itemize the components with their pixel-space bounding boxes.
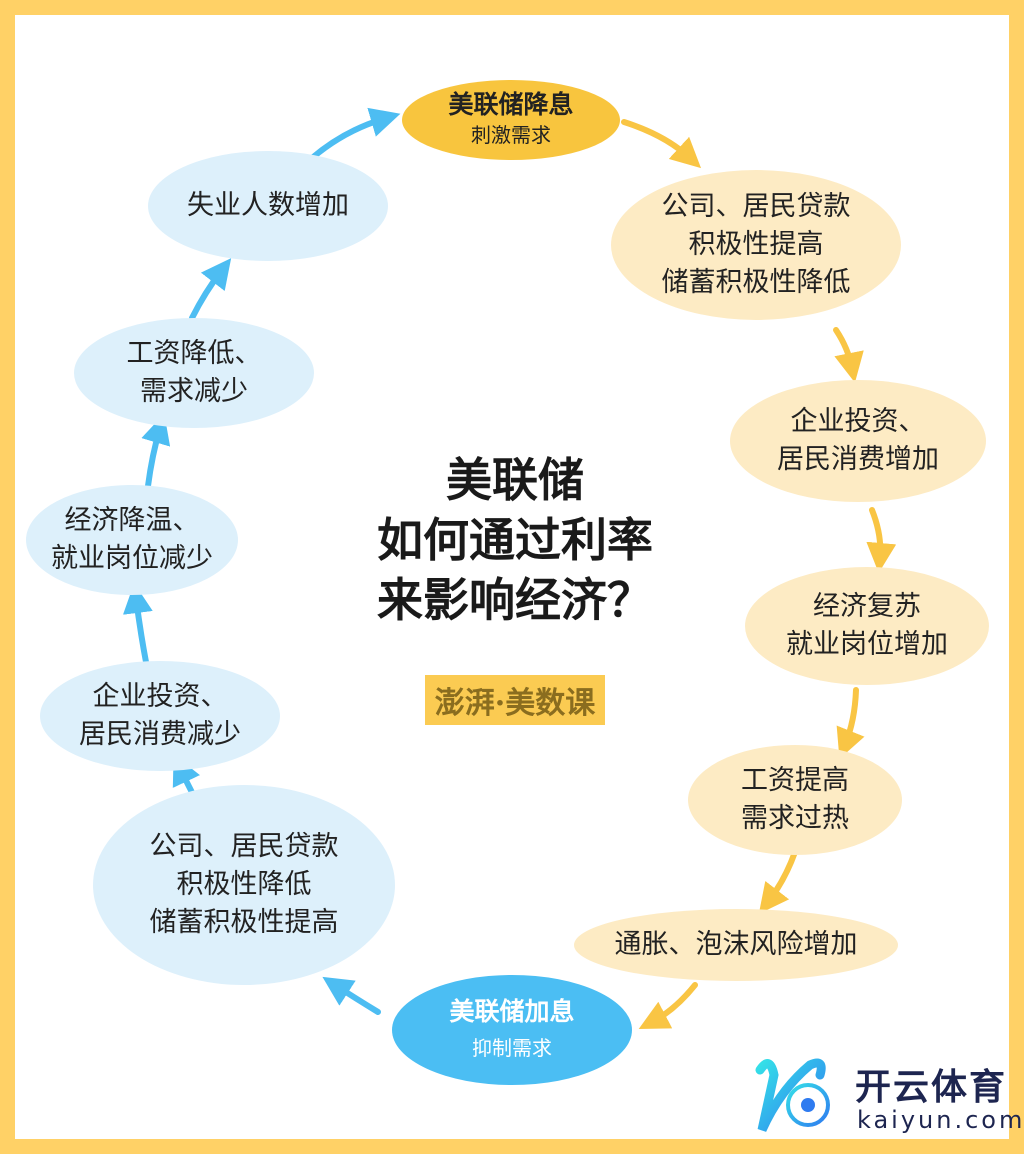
node-loans-down: 公司、居民贷款积极性降低储蓄积极性提高 <box>93 785 395 985</box>
title-line: 来影响经济？ <box>377 573 653 627</box>
arrow-cut-r1 <box>621 119 702 169</box>
title-line: 如何通过利率 <box>377 513 653 567</box>
watermark-name: 开云体育 <box>855 1067 1008 1108</box>
node-line: 就业岗位减少 <box>51 543 213 574</box>
node-line: 就业岗位增加 <box>786 629 948 660</box>
node-line: 经济降温、 <box>64 505 200 536</box>
node-fed-rate-hike: 美联储加息 抑制需求 <box>392 975 632 1085</box>
node-subtitle: 刺激需求 <box>471 123 551 147</box>
node-inflation-risk: 通胀、泡沫风险增加 <box>574 909 898 981</box>
arrow-r3-r4 <box>836 687 865 759</box>
node-wages-down: 工资降低、需求减少 <box>74 318 314 428</box>
node-line: 公司、居民贷款 <box>149 831 339 862</box>
node-fed-rate-cut: 美联储降息 刺激需求 <box>402 80 620 160</box>
node-line: 居民消费减少 <box>79 719 241 750</box>
node-title: 美联储降息 <box>448 90 574 119</box>
node-line: 需求过热 <box>741 803 849 834</box>
node-line: 公司、居民贷款 <box>661 191 851 222</box>
title-line: 美联储 <box>446 453 584 507</box>
node-recovery: 经济复苏就业岗位增加 <box>745 567 989 685</box>
thepaper-logo: 澎湃·美数课 <box>425 675 605 725</box>
page-title: 美联储 如何通过利率 来影响经济？ <box>330 450 700 630</box>
node-line: 积极性降低 <box>176 869 312 900</box>
arrow-r5-hike <box>638 982 698 1029</box>
node-wages-up: 工资提高需求过热 <box>688 745 902 855</box>
node-line: 需求减少 <box>140 376 248 407</box>
watermark-url: kaiyun.com <box>857 1106 1024 1134</box>
arrow-l5-cut <box>309 107 401 161</box>
arrow-l3-l4 <box>141 413 171 489</box>
node-line: 失业人数增加 <box>187 190 349 221</box>
kaiyun-logo-icon <box>755 1058 830 1132</box>
node-line: 积极性提高 <box>688 229 824 260</box>
node-investment-down: 企业投资、居民消费减少 <box>40 661 280 771</box>
node-investment-up: 企业投资、居民消费增加 <box>730 380 986 502</box>
node-loans-up: 公司、居民贷款积极性提高储蓄积极性降低 <box>611 170 901 320</box>
node-line: 储蓄积极性降低 <box>661 267 851 298</box>
arrow-r1-r2 <box>833 327 864 383</box>
node-subtitle: 抑制需求 <box>472 1036 552 1060</box>
node-line: 经济复苏 <box>813 591 921 622</box>
node-line: 工资降低、 <box>126 338 262 369</box>
node-line: 企业投资、 <box>92 681 228 712</box>
node-line: 企业投资、 <box>790 406 926 437</box>
node-line: 储蓄积极性提高 <box>149 907 339 938</box>
node-line: 工资提高 <box>741 765 849 796</box>
kaiyun-watermark: 开云体育 kaiyun.com <box>740 1050 1022 1140</box>
arrow-r2-r3 <box>866 507 897 573</box>
node-unemployment-up: 失业人数增加 <box>148 151 388 261</box>
node-line: 通胀、泡沫风险增加 <box>614 929 858 960</box>
node-title: 美联储加息 <box>449 997 575 1026</box>
arrow-hike-l1 <box>322 976 381 1015</box>
arrow-r4-r5 <box>758 849 798 914</box>
node-line: 居民消费增加 <box>777 444 939 475</box>
arrow-l4-l5 <box>189 258 232 321</box>
node-cooling: 经济降温、就业岗位减少 <box>26 485 238 595</box>
arrow-l2-l3 <box>122 583 153 665</box>
